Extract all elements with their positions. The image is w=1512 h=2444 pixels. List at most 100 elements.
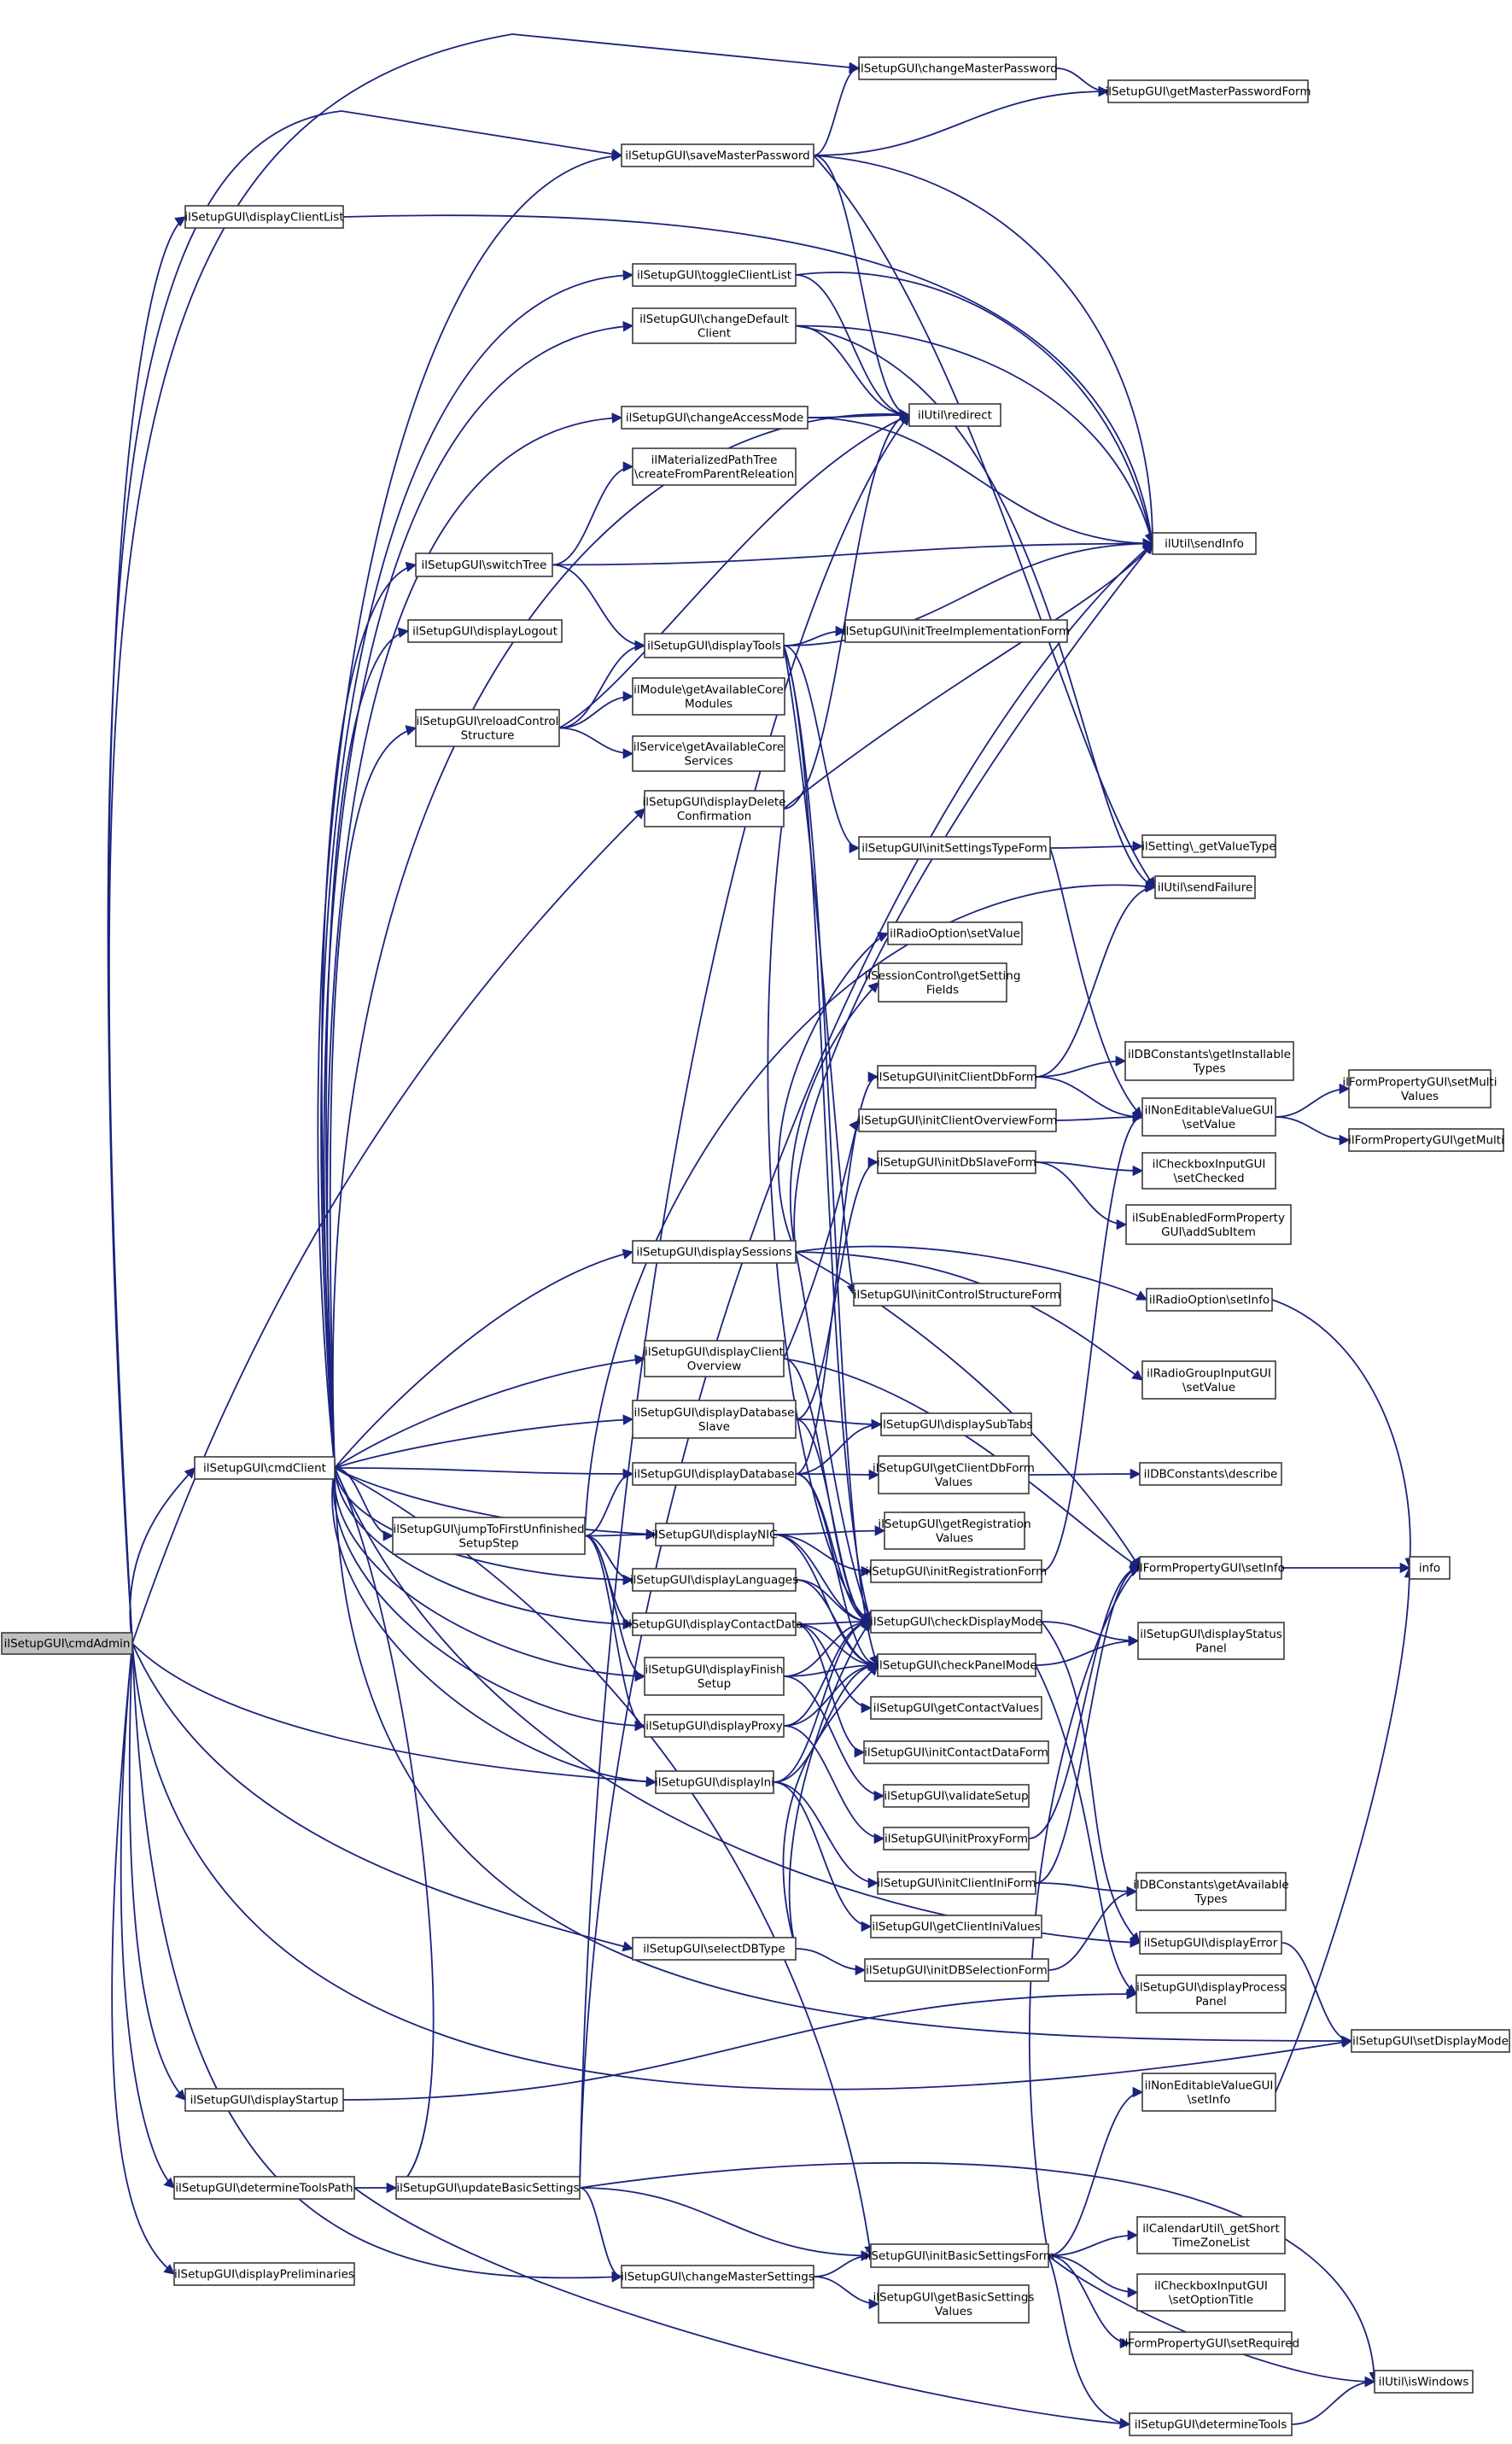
- node-changeMasterPassword[interactable]: ilSetupGUI\changeMasterPassword: [857, 56, 1058, 80]
- node-jumpToFirst[interactable]: ilSetupGUI\jumpToFirstUnfinishedSetupSte…: [392, 1517, 586, 1555]
- node-checkboxSetOptionTitle[interactable]: ilCheckboxInputGUI\setOptionTitle: [1136, 2273, 1286, 2312]
- node-label: ilUtil\sendInfo: [1165, 537, 1244, 551]
- node-sendInfo[interactable]: ilUtil\sendInfo: [1152, 532, 1257, 555]
- node-label: ilFormPropertyGUI\getMulti: [1348, 1134, 1504, 1148]
- node-displayLanguages[interactable]: ilSetupGUI\displayLanguages: [630, 1568, 798, 1592]
- edge-determineToolsPath-to-determineTools: [353, 2187, 1131, 2429]
- node-box: [632, 447, 797, 486]
- node-initContactDataForm[interactable]: ilSetupGUI\initContactDataForm: [863, 1740, 1049, 1764]
- node-displayStartup[interactable]: ilSetupGUI\displayStartup: [184, 2088, 344, 2112]
- node-validateSetup[interactable]: ilSetupGUI\validateSetup: [883, 1784, 1030, 1808]
- node-initProxyForm[interactable]: ilSetupGUI\initProxyForm: [883, 1827, 1030, 1851]
- node-displayDatabase[interactable]: ilSetupGUI\displayDatabase: [632, 1462, 797, 1486]
- edge-displayDatabaseSlave-to-initDbSlaveForm: [795, 1156, 879, 1420]
- node-displayPreliminaries[interactable]: ilSetupGUI\displayPreliminaries: [173, 2262, 355, 2286]
- node-initControlStructureForm[interactable]: ilSetupGUI\initControlStructureForm: [853, 1283, 1061, 1307]
- node-redirect[interactable]: ilUtil\redirect: [908, 403, 1001, 427]
- node-selectDBType[interactable]: ilSetupGUI\selectDBType: [632, 1937, 797, 1961]
- node-box: [1141, 2073, 1276, 2112]
- node-setRequired[interactable]: ilFormPropertyGUI\setRequired: [1122, 2331, 1299, 2355]
- node-checkboxSetChecked[interactable]: ilCheckboxInputGUI\setChecked: [1141, 1152, 1276, 1190]
- node-displayClientList[interactable]: ilSetupGUI\displayClientList: [184, 205, 344, 229]
- node-displayIni[interactable]: ilSetupGUI\displayIni: [655, 1770, 774, 1794]
- node-cmdClient[interactable]: ilSetupGUI\cmdClient: [194, 1456, 336, 1480]
- node-label: ilSetupGUI\toggleClientList: [637, 269, 791, 283]
- node-initClientIniForm[interactable]: ilSetupGUI\initClientIniForm: [877, 1871, 1036, 1895]
- node-toggleClientList[interactable]: ilSetupGUI\toggleClientList: [632, 263, 797, 287]
- node-nonEditSetValue[interactable]: ilNonEditableValueGUI\setValue: [1141, 1097, 1276, 1137]
- node-initClientDbForm[interactable]: ilSetupGUI\initClientDbForm: [876, 1065, 1037, 1089]
- node-sendFailure[interactable]: ilUtil\sendFailure: [1154, 875, 1256, 899]
- node-getContactValues[interactable]: ilSetupGUI\getContactValues: [870, 1696, 1042, 1720]
- node-initBasicSettingsForm[interactable]: ilSetupGUI\initBasicSettingsForm: [865, 2243, 1054, 2268]
- node-radioGroupSetValue[interactable]: ilRadioGroupInputGUI\setValue: [1141, 1360, 1276, 1400]
- node-radioSetInfo[interactable]: ilRadioOption\setInfo: [1146, 1288, 1273, 1312]
- node-getMasterPasswordForm[interactable]: ilSetupGUI\getMasterPasswordForm: [1105, 79, 1311, 103]
- node-initClientOverviewForm[interactable]: ilSetupGUI\initClientOverviewForm: [858, 1108, 1058, 1132]
- node-changeAccessMode[interactable]: ilSetupGUI\changeAccessMode: [621, 406, 809, 430]
- node-label: ilSetupGUI\initRegistrationForm: [866, 1565, 1047, 1579]
- node-displaySessions[interactable]: ilSetupGUI\displaySessions: [632, 1240, 797, 1264]
- node-displayProxy[interactable]: ilSetupGUI\displayProxy: [644, 1714, 785, 1738]
- node-switchTree[interactable]: ilSetupGUI\switchTree: [415, 553, 553, 577]
- node-initDBSelectionForm[interactable]: ilSetupGUI\initDBSelectionForm: [864, 1958, 1049, 1982]
- node-checkDisplayMode[interactable]: ilSetupGUI\checkDisplayMode: [870, 1610, 1042, 1634]
- node-displaySubTabs[interactable]: ilSetupGUI\displaySubTabs: [879, 1412, 1033, 1436]
- node-root[interactable]: ilSetupGUI\cmdAdmin: [1, 1632, 133, 1655]
- node-displayTools[interactable]: ilSetupGUI\displayTools: [644, 633, 785, 658]
- node-saveMasterPassword[interactable]: ilSetupGUI\saveMasterPassword: [621, 143, 814, 167]
- node-nonEditSetInfo[interactable]: ilNonEditableValueGUI\setInfo: [1141, 2073, 1276, 2112]
- node-dbDescribe[interactable]: ilDBConstants\describe: [1139, 1462, 1282, 1486]
- node-formSetInfo[interactable]: ilFormPropertyGUI\setInfo: [1136, 1556, 1285, 1580]
- node-displayContactData[interactable]: ilSetupGUI\displayContactData: [625, 1612, 803, 1636]
- node-getValueType[interactable]: ilSetting\_getValueType: [1141, 834, 1276, 858]
- node-box: [877, 1150, 1036, 1174]
- node-determineTools[interactable]: ilSetupGUI\determineTools: [1129, 2412, 1293, 2436]
- node-getClientIniValues[interactable]: ilSetupGUI\getClientIniValues: [870, 1915, 1042, 1938]
- node-checkPanelMode[interactable]: ilSetupGUI\checkPanelMode: [876, 1653, 1037, 1677]
- edge-nonEditSetInfo-to-info: [1275, 1566, 1416, 2093]
- node-setDisplayMode[interactable]: ilSetupGUI\setDisplayMode: [1351, 2029, 1510, 2053]
- node-determineToolsPath[interactable]: ilSetupGUI\determineToolsPath: [173, 2176, 355, 2200]
- node-isWindows[interactable]: ilUtil\isWindows: [1374, 2370, 1474, 2394]
- node-initSettingsTypeForm[interactable]: ilSetupGUI\initSettingsTypeForm: [858, 836, 1051, 860]
- node-box: [877, 1653, 1036, 1677]
- node-displayLogout[interactable]: ilSetupGUI\displayLogout: [407, 619, 563, 643]
- node-displayError[interactable]: ilSetupGUI\displayError: [1139, 1931, 1282, 1955]
- node-radioSetValue[interactable]: ilRadioOption\setValue: [887, 921, 1023, 945]
- node-info[interactable]: info: [1409, 1556, 1451, 1580]
- edge-cmdClient-to-updateBasicSettings: [334, 1467, 435, 2189]
- node-label: ilSetupGUI\initTreeImplementationForm: [843, 625, 1070, 639]
- edge-displayError-to-setDisplayMode: [1281, 1942, 1353, 2047]
- node-displayNIC[interactable]: ilSetupGUI\displayNIC: [651, 1523, 778, 1547]
- node-getMulti[interactable]: ilFormPropertyGUI\getMulti: [1348, 1128, 1504, 1152]
- node-initRegistrationForm[interactable]: ilSetupGUI\initRegistrationForm: [866, 1559, 1047, 1583]
- node-changeMasterSettings[interactable]: ilSetupGUI\changeMasterSettings: [621, 2265, 814, 2289]
- node-updateBasicSettings[interactable]: ilSetupGUI\updateBasicSettings: [395, 2176, 581, 2200]
- node-createFromParent[interactable]: ilMaterializedPathTree\createFromParentR…: [632, 447, 797, 486]
- node-initTreeImpl[interactable]: ilSetupGUI\initTreeImplementationForm: [843, 619, 1070, 643]
- edge-root-to-determineToolsPath: [120, 1643, 175, 2189]
- node-initDbSlaveForm[interactable]: ilSetupGUI\initDbSlaveForm: [877, 1150, 1036, 1174]
- node-box: [1129, 2331, 1293, 2355]
